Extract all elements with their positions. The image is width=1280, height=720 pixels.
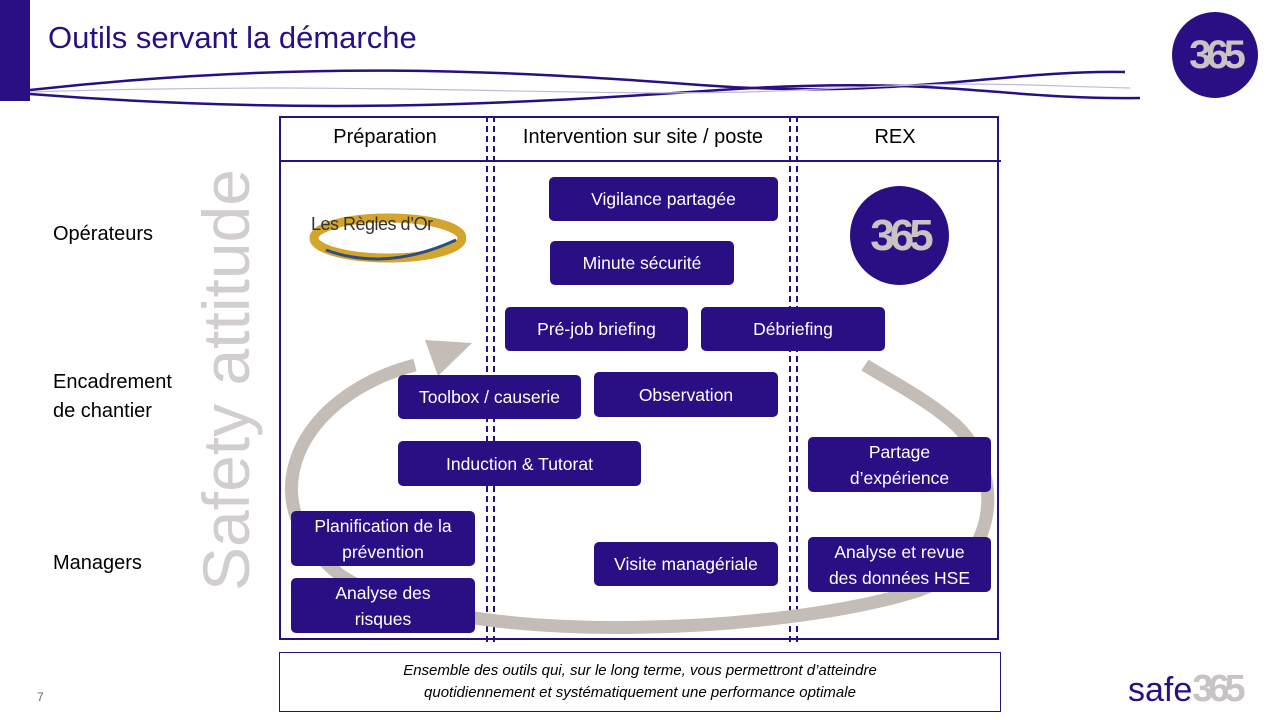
tool-observation[interactable]: Observation bbox=[594, 372, 778, 417]
tool-induction-tutorat[interactable]: Induction & Tutorat bbox=[398, 441, 641, 486]
column-divider-dashed bbox=[796, 116, 798, 642]
column-header-rex: REX bbox=[874, 126, 916, 148]
tool-partage-experience-line1: Partage bbox=[868, 441, 931, 462]
rex-logo-365-text: 365 bbox=[870, 210, 933, 260]
regles-dor-logo bbox=[309, 213, 466, 263]
row-label-encadrement: Encadrement de chantier bbox=[53, 368, 172, 426]
tool-partage-experience-line2: d’expérience bbox=[849, 467, 950, 488]
summary-line2: quotidiennement et systématiquement une … bbox=[424, 684, 856, 701]
tool-minute-securite[interactable]: Minute sécurité bbox=[550, 241, 734, 285]
tool-visite-manageriale[interactable]: Visite managériale bbox=[594, 542, 778, 586]
regles-dor-text: Les Règles d’Or bbox=[311, 214, 433, 234]
tool-debriefing[interactable]: Débriefing bbox=[701, 307, 885, 351]
tool-analyse-risques-line1: Analyse des bbox=[335, 582, 431, 603]
slide-title: Outils servant la démarche bbox=[48, 20, 417, 55]
column-header-preparation: Préparation bbox=[333, 126, 437, 148]
tool-planification-prevention[interactable]: Planification de la prévention bbox=[291, 511, 475, 566]
logo-365-text: 365 bbox=[1189, 32, 1246, 77]
row-label-encadrement-line1: Encadrement bbox=[53, 371, 172, 393]
brand-365-text: 365 bbox=[1192, 668, 1245, 710]
tool-analyse-risques-line2: risques bbox=[354, 608, 412, 629]
row-label-encadrement-line2: de chantier bbox=[53, 400, 152, 422]
safe365-logo-circle: 365 bbox=[1172, 12, 1258, 98]
matrix-header-divider bbox=[279, 160, 1001, 162]
tool-pre-job-briefing[interactable]: Pré-job briefing bbox=[505, 307, 688, 351]
safe365-brand-logo: safe365 bbox=[1128, 668, 1246, 711]
summary-line1: Ensemble des outils qui, sur le long ter… bbox=[403, 662, 877, 679]
tool-planification-line2: prévention bbox=[342, 541, 424, 562]
tool-planification-line1: Planification de la bbox=[314, 515, 452, 536]
summary-box: Ensemble des outils qui, sur le long ter… bbox=[279, 652, 1001, 712]
tools-matrix-frame bbox=[279, 116, 999, 640]
brand-safe-text: safe bbox=[1128, 671, 1193, 709]
tool-analyse-revue-hse[interactable]: Analyse et revue des données HSE bbox=[808, 537, 991, 592]
tool-analyse-revue-line2: des données HSE bbox=[828, 567, 971, 588]
header-swoosh bbox=[29, 69, 1141, 108]
title-accent-bar bbox=[0, 0, 30, 101]
safe365-logo-rex: 365 bbox=[850, 186, 949, 285]
row-label-managers: Managers bbox=[53, 552, 142, 574]
tool-toolbox-causerie[interactable]: Toolbox / causerie bbox=[398, 375, 581, 419]
tool-vigilance-partagee[interactable]: Vigilance partagée bbox=[549, 177, 778, 221]
column-header-intervention: Intervention sur site / poste bbox=[522, 126, 764, 148]
column-divider-dashed bbox=[789, 116, 791, 642]
summary-text: Ensemble des outils qui, sur le long ter… bbox=[403, 660, 877, 704]
tool-partage-experience[interactable]: Partage d’expérience bbox=[808, 437, 991, 492]
tool-analyse-revue-line1: Analyse et revue bbox=[834, 541, 965, 562]
page-number: 7 bbox=[37, 690, 44, 704]
tool-analyse-risques[interactable]: Analyse des risques bbox=[291, 578, 475, 633]
row-label-operateurs: Opérateurs bbox=[53, 223, 154, 245]
